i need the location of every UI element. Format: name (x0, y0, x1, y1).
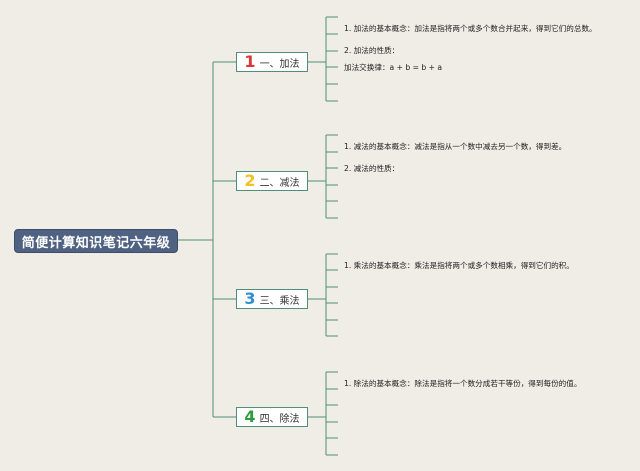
branch-label: 三、乘法 (259, 295, 300, 307)
note-addition-commutative-law: 加法交换律：a + b = b + a (344, 63, 443, 72)
root-node[interactable]: 简便计算知识笔记六年级 (14, 229, 178, 253)
branch-number-badge: 2 (244, 171, 256, 190)
branch-node-division[interactable]: 4 四、除法 (236, 407, 308, 427)
branch-number-badge: 4 (244, 407, 256, 426)
note-subtraction-concept: 1. 减法的基本概念：减法是指从一个数中减去另一个数，得到差。 (344, 142, 567, 151)
root-title: 简便计算知识笔记六年级 (21, 235, 171, 251)
branch-number-badge: 1 (244, 52, 256, 71)
note-division-concept: 1. 除法的基本概念：除法是指将一个数分成若干等份，得到每份的值。 (344, 379, 582, 388)
branch-label: 一、加法 (259, 58, 300, 70)
note-addition-concept: 1. 加法的基本概念：加法是指将两个或多个数合并起来，得到它们的总数。 (344, 24, 597, 33)
note-addition-properties: 2. 加法的性质： (344, 46, 400, 55)
branch-node-multiplication[interactable]: 3 三、乘法 (236, 289, 308, 309)
branch-number-badge: 3 (244, 289, 256, 308)
branch-label: 二、减法 (259, 177, 300, 189)
branch-node-subtraction[interactable]: 2 二、减法 (236, 171, 308, 191)
note-subtraction-properties: 2. 减法的性质： (344, 164, 400, 173)
branch-node-addition[interactable]: 1 一、加法 (236, 52, 308, 72)
note-multiplication-concept: 1. 乘法的基本概念：乘法是指将两个或多个数相乘，得到它们的积。 (344, 261, 574, 270)
branch-label: 四、除法 (259, 413, 300, 425)
